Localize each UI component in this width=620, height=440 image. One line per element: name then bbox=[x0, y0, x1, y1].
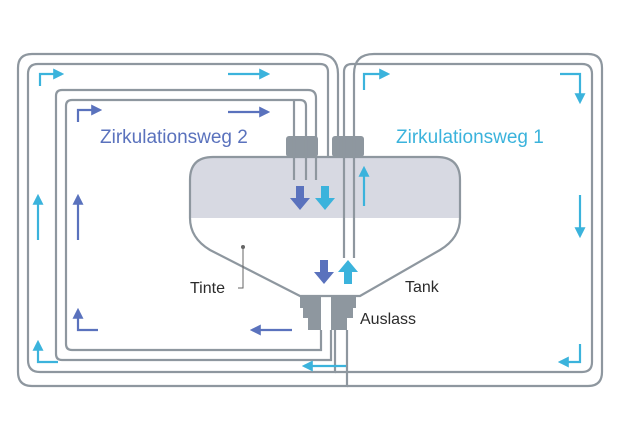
arrow-corner-top-left-2 bbox=[76, 104, 103, 122]
outlet-fitting-left bbox=[300, 296, 321, 330]
arrow-corner-top-left-right-loop bbox=[362, 68, 391, 90]
circulation-loop-1-pipes bbox=[16, 52, 604, 388]
tank-top-fitting-right bbox=[332, 136, 364, 157]
arrow-path2-into-tank bbox=[290, 186, 310, 210]
tank bbox=[188, 136, 462, 330]
arrow-path1-out-outlet bbox=[338, 260, 358, 284]
label-ink: Tinte bbox=[190, 280, 225, 297]
arrow-corner-bottom-left-2 bbox=[72, 307, 98, 332]
circulation-loop-2-pipes bbox=[54, 88, 333, 362]
arrow-path2-into-outlet bbox=[314, 260, 334, 284]
path-2-arrows bbox=[72, 104, 292, 336]
arrow-corner-bottom-right bbox=[557, 344, 582, 368]
label-tank: Tank bbox=[405, 279, 440, 296]
tank-outline bbox=[188, 155, 462, 298]
arrow-corner-top-left-1 bbox=[38, 68, 65, 86]
ink-leader-line bbox=[238, 247, 244, 289]
arrow-corner-bottom-left bbox=[32, 339, 58, 364]
label-path-1: Zirkulationsweg 1 bbox=[396, 127, 544, 148]
arrow-path1-into-tank bbox=[315, 186, 335, 210]
label-outlet: Auslass bbox=[360, 311, 416, 328]
arrow-corner-top-right bbox=[560, 72, 586, 105]
outlet-fitting-right bbox=[331, 296, 356, 330]
path-1-arrows bbox=[32, 68, 586, 372]
label-path-2: Zirkulationsweg 2 bbox=[100, 127, 248, 148]
tank-top-fitting-left bbox=[286, 136, 318, 157]
